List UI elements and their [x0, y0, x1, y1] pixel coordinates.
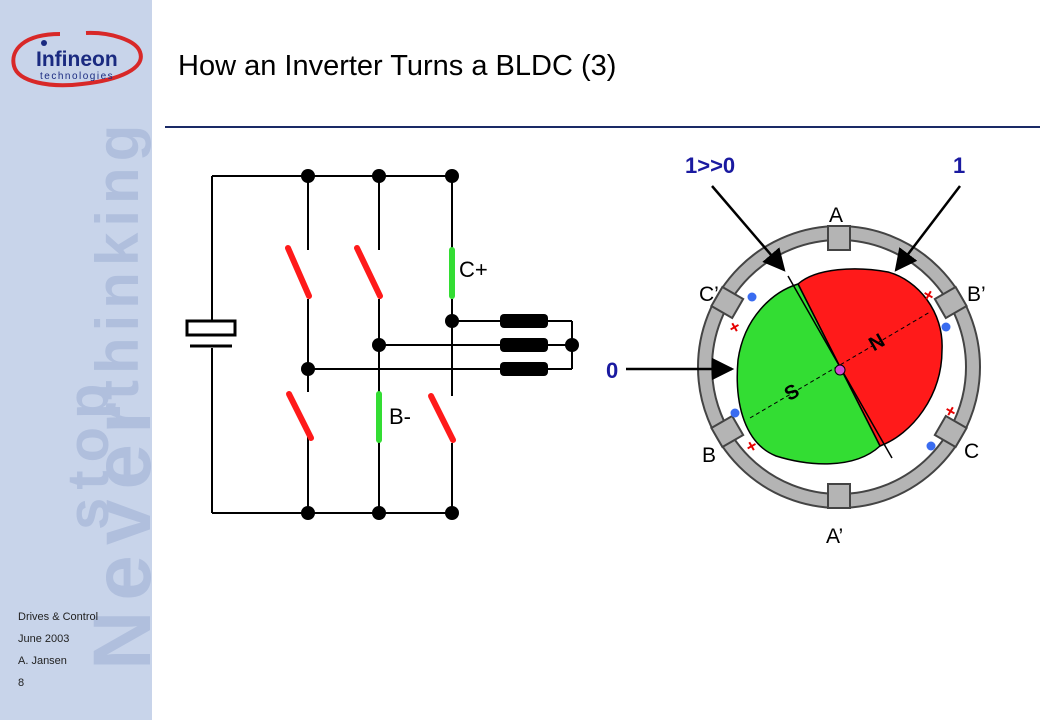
current-dot-c-prime	[747, 292, 757, 302]
title-rule	[165, 126, 1040, 128]
phase-label-a: A	[829, 204, 843, 227]
phase-label-c: C	[964, 440, 979, 463]
switch-c-low	[428, 393, 456, 443]
signal-label-right-top: 1	[953, 153, 965, 178]
footer-author: A. Jansen	[18, 655, 67, 667]
switch-b-high	[354, 245, 383, 299]
stator-teeth	[710, 225, 968, 509]
watermark-never: Never	[77, 392, 152, 670]
signal-label-left-top: 1>>0	[685, 153, 735, 178]
signal-arrow-right-top	[894, 185, 961, 272]
stator-tooth	[710, 414, 745, 449]
signal-label-left: 0	[606, 358, 618, 383]
current-dot-c	[926, 441, 936, 451]
current-cross-c-prime: +	[725, 316, 744, 339]
phase-inductors	[500, 314, 548, 376]
phase-label-b: B	[702, 444, 716, 467]
stator-tooth	[933, 414, 968, 449]
infineon-logo: Infineon technologies	[11, 30, 143, 88]
inductor-a	[500, 362, 548, 376]
footer-date: June 2003	[18, 633, 70, 645]
bldc-motor: N S + + + + A A’ B’ C’ B C	[606, 153, 986, 548]
rotor-center	[834, 364, 846, 376]
footer-page-number: 8	[18, 677, 25, 689]
logo-brand: Infineon	[36, 48, 118, 71]
switch-a-high	[285, 245, 312, 299]
logo-sub: technologies	[40, 71, 114, 82]
junction-dots	[301, 169, 579, 520]
dc-link-capacitor	[185, 319, 237, 348]
watermark-thinking: thinking	[84, 119, 151, 400]
stator-tooth	[827, 225, 851, 251]
phase-label-a-prime: A’	[826, 525, 843, 548]
footer-department: Drives & Control	[18, 611, 99, 623]
inductor-c	[500, 314, 548, 328]
signal-arrow-left-top	[711, 185, 786, 272]
label-c-plus: C+	[459, 257, 488, 282]
current-dot-b-prime	[941, 322, 951, 332]
sidebar-art: thinking stop Never Infineon technologie…	[11, 30, 152, 670]
rotor-south-pole	[736, 283, 881, 465]
stator-tooth	[710, 285, 745, 320]
watermark-stop: stop	[56, 376, 121, 530]
phase-label-c-prime: C’	[699, 283, 719, 306]
switch-a-low	[286, 391, 314, 441]
slide-title: How an Inverter Turns a BLDC (3)	[178, 50, 617, 82]
label-b-minus: B-	[389, 404, 411, 429]
rotor-north-pole	[797, 268, 943, 447]
phase-label-b-prime: B’	[967, 283, 986, 306]
diagram: C+ B- N S + +	[185, 153, 986, 548]
inductor-b	[500, 338, 548, 352]
sidebar: thinking stop Never Infineon technologie…	[0, 0, 152, 720]
stator-tooth	[827, 483, 851, 509]
current-dot-b	[730, 408, 740, 418]
stator-tooth	[933, 285, 968, 320]
